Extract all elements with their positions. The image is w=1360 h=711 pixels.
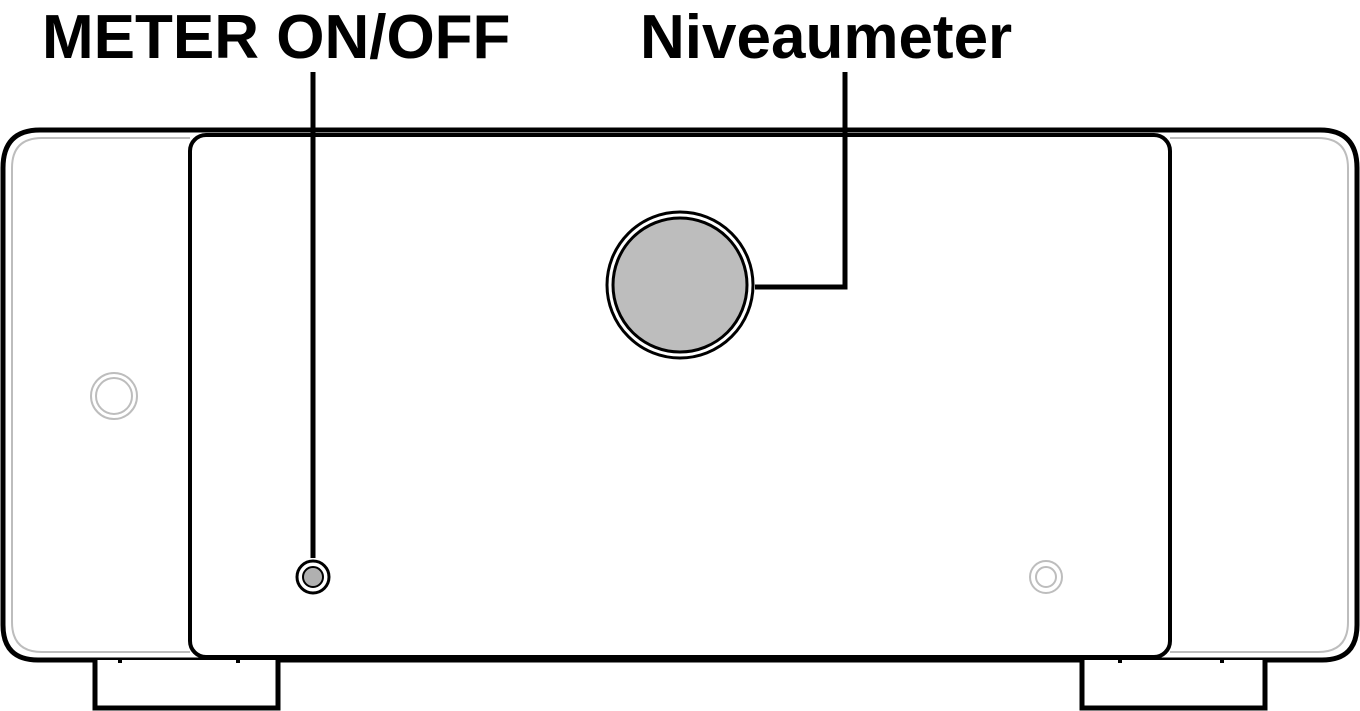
front-panel: [188, 133, 1172, 659]
level-meter-leader-line: [755, 72, 848, 290]
level-meter: [605, 210, 755, 360]
meter-on-off-switch[interactable]: [295, 559, 331, 595]
leader-lines: [310, 72, 848, 558]
left-side-screw: [90, 372, 138, 420]
meter-on-off-label: METER ON/OFF: [42, 3, 510, 72]
right-panel-screw: [1029, 560, 1063, 594]
right-foot: [1079, 658, 1268, 711]
level-meter-label: Niveaumeter: [640, 3, 1012, 72]
left-foot: [92, 658, 281, 711]
